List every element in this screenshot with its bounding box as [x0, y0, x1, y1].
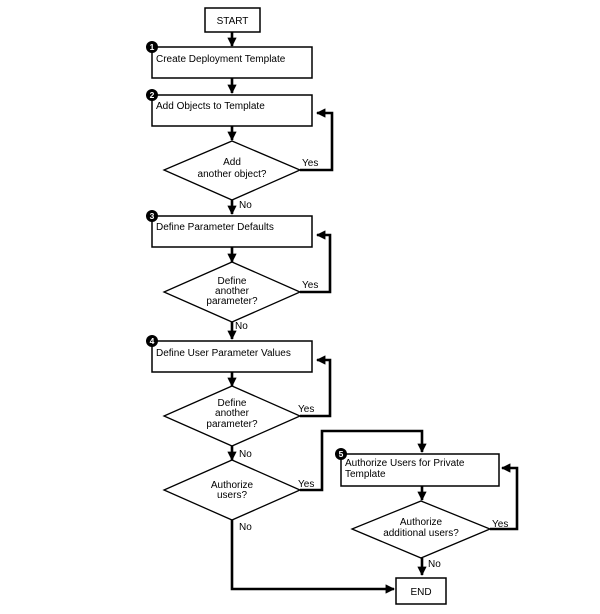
yes-label-1: Yes	[302, 158, 318, 169]
yes-label-5: Yes	[492, 519, 508, 530]
loop-yes-decision1	[300, 108, 334, 172]
step-1-badge	[146, 41, 158, 53]
decision-4-line1: Authorize	[211, 480, 254, 491]
no-label-1: No	[239, 200, 252, 211]
step-2: Add Objects to Template 2	[146, 89, 313, 127]
step-2-badge	[146, 89, 158, 101]
loop-yes-decision3	[300, 355, 332, 418]
no-label-5: No	[428, 559, 441, 570]
step-4-label: Define User Parameter Values	[156, 348, 291, 359]
step-5-label-line1: Authorize Users for Private	[345, 458, 465, 469]
step-4: Define User Parameter Values 4	[146, 335, 313, 373]
decision-1-line2: another object?	[198, 169, 267, 180]
step-4-number: 4	[150, 336, 155, 346]
yes-label-3: Yes	[298, 404, 314, 415]
start-terminal: START	[204, 7, 261, 33]
yes-label-4: Yes	[298, 479, 314, 490]
decision-add-another-object: Add another object?	[162, 140, 302, 201]
branch-labels: Yes No Yes No Yes No Yes No Yes No	[235, 158, 508, 570]
step-1-label: Create Deployment Template	[156, 54, 286, 65]
decision-5-line2: additional users?	[383, 528, 459, 539]
arrow-yes-decision4-to-step5	[300, 429, 427, 492]
step-3-badge	[146, 210, 158, 222]
yes-label-2: Yes	[302, 280, 318, 291]
arrow-no-decision4-to-end	[230, 520, 395, 594]
no-label-2: No	[235, 321, 248, 332]
decision-2-line1: Define	[218, 276, 247, 287]
step-3-number: 3	[150, 211, 155, 221]
decision-2-line3: parameter?	[206, 296, 258, 307]
no-label-3: No	[239, 449, 252, 460]
loop-yes-decision2	[300, 230, 332, 294]
decision-define-another-parameter-1: Define another parameter?	[162, 261, 302, 323]
step-5: Authorize Users for Private Template 5	[335, 448, 500, 487]
decision-3-line1: Define	[218, 398, 247, 409]
end-terminal: END	[395, 577, 447, 605]
decision-5-line1: Authorize	[400, 517, 443, 528]
step-3: Define Parameter Defaults 3	[146, 210, 313, 248]
no-label-4: No	[239, 522, 252, 533]
loop-yes-decision5	[490, 463, 519, 531]
step-2-label: Add Objects to Template	[156, 101, 265, 112]
step-5-badge	[335, 448, 347, 460]
decision-1-line1: Add	[223, 157, 241, 168]
step-5-label-line2: Template	[345, 469, 386, 480]
step-4-badge	[146, 335, 158, 347]
decision-3-line2: another	[215, 408, 250, 419]
step-3-label: Define Parameter Defaults	[156, 222, 274, 233]
decision-define-another-parameter-2: Define another parameter?	[162, 385, 302, 447]
decision-2-line2: another	[215, 286, 250, 297]
step-1-number: 1	[150, 42, 155, 52]
step-2-number: 2	[150, 90, 155, 100]
start-label: START	[217, 16, 249, 27]
step-1: Create Deployment Template 1	[146, 41, 313, 79]
connectors	[227, 32, 519, 594]
end-label: END	[410, 587, 431, 598]
decision-authorize-users: Authorize users?	[162, 459, 302, 521]
decision-4-line2: users?	[217, 490, 247, 501]
step-5-number: 5	[339, 449, 344, 459]
decision-3-line3: parameter?	[206, 419, 258, 430]
decision-authorize-additional-users: Authorize additional users?	[350, 500, 492, 559]
